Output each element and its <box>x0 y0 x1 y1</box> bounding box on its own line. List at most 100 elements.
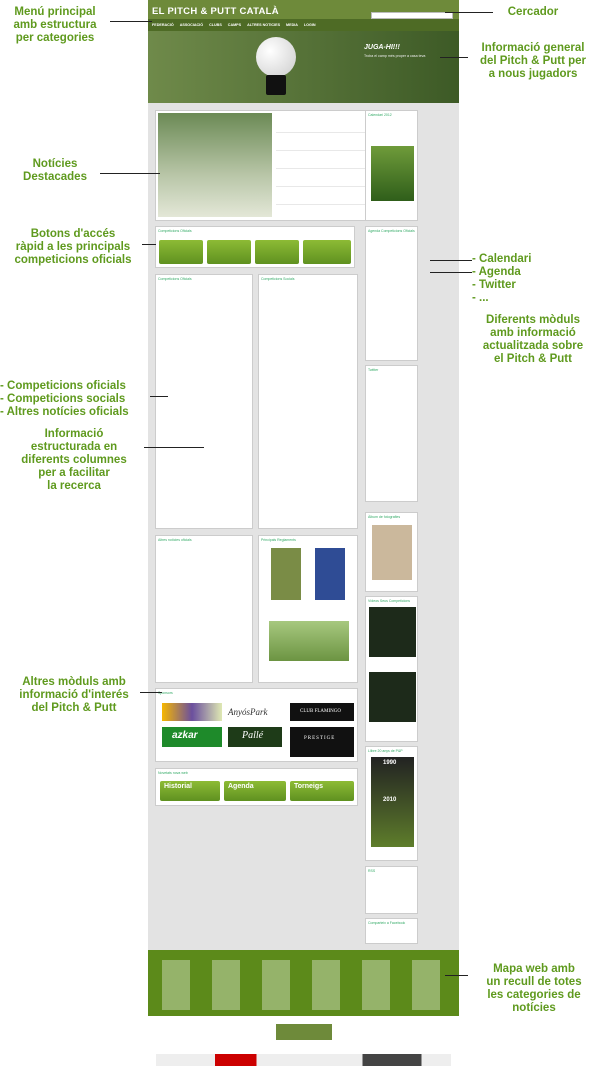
book-title: Llibre 20 anys de P&P <box>368 749 403 753</box>
social-competitions-column[interactable]: Competicions Socials <box>258 274 358 529</box>
menu-item-federacio[interactable]: FEDERACIÓ <box>152 23 174 27</box>
agenda-module[interactable]: Agenda Competicions Oficials <box>365 226 418 361</box>
sitemap-lines <box>154 960 452 1010</box>
official-competitions-column[interactable]: Competicions Oficials <box>155 274 253 529</box>
sponsor-logo-azkar[interactable]: azkar <box>162 727 222 747</box>
search-input[interactable] <box>371 12 453 19</box>
rules-book-1 <box>271 548 301 600</box>
annotation-line-buttons <box>142 244 156 245</box>
menu-item-camps[interactable]: CAMPS <box>227 23 242 27</box>
videos-title: Vídeos Seus Competicions <box>368 599 411 603</box>
album-photo <box>372 525 412 580</box>
menu-item-login[interactable]: LOGIN <box>303 23 316 27</box>
sponsor-logo-flamingo[interactable]: CLUB FLAMINGO <box>290 703 354 721</box>
facebook-title: Comparteix a Facebook <box>368 921 406 925</box>
novelties-title: Novetats nova web <box>158 771 188 775</box>
album-title: Àlbum de fotografies <box>368 515 401 519</box>
sponsors-title: Sponsors <box>158 691 173 695</box>
facebook-share-module[interactable]: Comparteix a Facebook <box>365 918 418 944</box>
sponsor-logo-azkar-text: azkar <box>172 730 198 741</box>
rules-module[interactable]: Principals Reglaments <box>258 535 358 683</box>
novelty-agenda-button[interactable]: Agenda <box>224 781 286 801</box>
annotation-buttons: Botons d'accés ràpid a les principals co… <box>14 228 132 266</box>
button-ranquing[interactable] <box>255 240 299 264</box>
official-title: Competicions Oficials <box>158 277 192 281</box>
calendar-title: Calendari 2012 <box>368 113 392 117</box>
novelty-historial-label: Historial <box>164 783 193 790</box>
annotation-line-calendar-2 <box>430 272 472 273</box>
main-menu: FEDERACIÓ ASSOCIACIÓ CLUBS CAMPS ALTRES … <box>148 19 459 31</box>
annotation-calendar: - Calendari - Agenda - Twitter - ... <box>472 253 532 304</box>
competitions-quick-access: Competicions Oficials <box>155 226 355 268</box>
bottom-logo-row <box>156 1054 451 1066</box>
calendar-module[interactable]: Calendari 2012 <box>365 110 418 221</box>
annotation-line-other <box>140 692 162 693</box>
sponsor-logo-anyospark[interactable]: AnyósPark <box>228 707 268 717</box>
sponsor-logo-flamingo-text: CLUB FLAMINGO <box>300 709 341 714</box>
annotation-news: Notícies Destacades <box>23 158 87 183</box>
annotation-line-menu <box>110 21 152 22</box>
other-news-column[interactable]: Altres notícies oficials <box>155 535 253 683</box>
other-news-title: Altres notícies oficials <box>158 538 192 542</box>
twitter-module[interactable]: Twitter <box>365 365 418 502</box>
annotation-line-info <box>440 57 468 58</box>
videos-module[interactable]: Vídeos Seus Competicions <box>365 596 418 742</box>
novelty-historial-button[interactable]: Historial <box>160 781 220 801</box>
video-player-2[interactable] <box>369 672 416 722</box>
annotation-structured: Informació estructurada en diferents col… <box>21 428 127 492</box>
annotation-menu: Menú principal amb estructura per catego… <box>13 6 97 44</box>
sponsors-module: Sponsors AnyósPark CLUB FLAMINGO azkar P… <box>155 688 358 762</box>
novelties-module: Novetats nova web Historial Agenda Torne… <box>155 768 358 806</box>
rules-title: Principals Reglaments <box>261 538 296 542</box>
calendar-image <box>371 146 414 201</box>
annotation-info: Informació general del Pitch & Putt per … <box>479 42 587 80</box>
annotation-other: Altres mòduls amb informació d'interés d… <box>19 676 129 714</box>
annotation-line-search <box>445 12 493 13</box>
hero-banner[interactable]: JUGA-HI!!! Troba el camp més proper a ca… <box>148 31 459 103</box>
annotation-line-calendar-1 <box>430 260 472 261</box>
novelty-torneigs-button[interactable]: Torneigs <box>290 781 354 801</box>
novelty-agenda-label: Agenda <box>228 783 254 790</box>
rss-title: RSS <box>368 869 376 873</box>
annotation-sitemap: Mapa web amb un recull de totes les cate… <box>486 963 582 1014</box>
menu-item-associacio[interactable]: ASSOCIACIÓ <box>179 23 204 27</box>
book-year-start: 1990 <box>383 760 397 766</box>
button-altres-competicions[interactable] <box>303 240 351 264</box>
rules-book-2 <box>315 548 345 600</box>
sponsor-logo-palle[interactable]: Pallé <box>228 727 282 747</box>
federation-logo <box>276 1024 332 1040</box>
rss-module[interactable]: RSS <box>365 866 418 914</box>
annotation-modules: Diferents mòduls amb informació actualit… <box>482 314 584 365</box>
golf-ball-image <box>256 37 296 77</box>
button-campionats-catalunya[interactable] <box>159 240 203 264</box>
menu-item-media[interactable]: MEDIA <box>286 23 298 27</box>
featured-news-image <box>158 113 272 217</box>
agenda-title: Agenda Competicions Oficials <box>368 229 415 233</box>
twitter-title: Twitter <box>368 368 379 372</box>
bottom-logos-bar <box>148 1016 459 1072</box>
annotation-line-competitions <box>150 396 168 397</box>
footer-sitemap[interactable] <box>148 950 459 1016</box>
website-mockup: EL PITCH & PUTT CATALÀ FEDERACIÓ ASSOCIA… <box>148 0 459 1072</box>
photo-album-module[interactable]: Àlbum de fotografies <box>365 512 418 592</box>
golf-tee-image <box>266 75 286 95</box>
sponsor-logo-palle-text: Pallé <box>242 730 264 741</box>
annotation-line-news <box>100 173 160 174</box>
video-player-1[interactable] <box>369 607 416 657</box>
menu-item-altres-noticies[interactable]: ALTRES NOTICIES <box>247 23 281 27</box>
book-module[interactable]: Llibre 20 anys de P&P 1990 2010 <box>365 746 418 861</box>
menu-item-clubs[interactable]: CLUBS <box>209 23 222 27</box>
annotation-competitions: - Competicions oficials - Competicions s… <box>0 380 129 418</box>
social-title: Competicions Socials <box>261 277 295 281</box>
hero-heading: JUGA-HI!!! <box>364 44 400 51</box>
novelty-torneigs-label: Torneigs <box>294 783 324 790</box>
annotation-search: Cercador <box>507 6 559 18</box>
sponsor-logo-prestige-text: PRESTIGE <box>304 736 336 741</box>
button-campionat-equips[interactable] <box>207 240 251 264</box>
book-cover: 1990 2010 <box>371 757 414 847</box>
sponsor-logo-1[interactable] <box>162 703 222 721</box>
book-year-end: 2010 <box>383 797 397 803</box>
sponsor-logo-prestige[interactable]: PRESTIGE <box>290 727 354 757</box>
featured-news[interactable] <box>155 110 404 221</box>
